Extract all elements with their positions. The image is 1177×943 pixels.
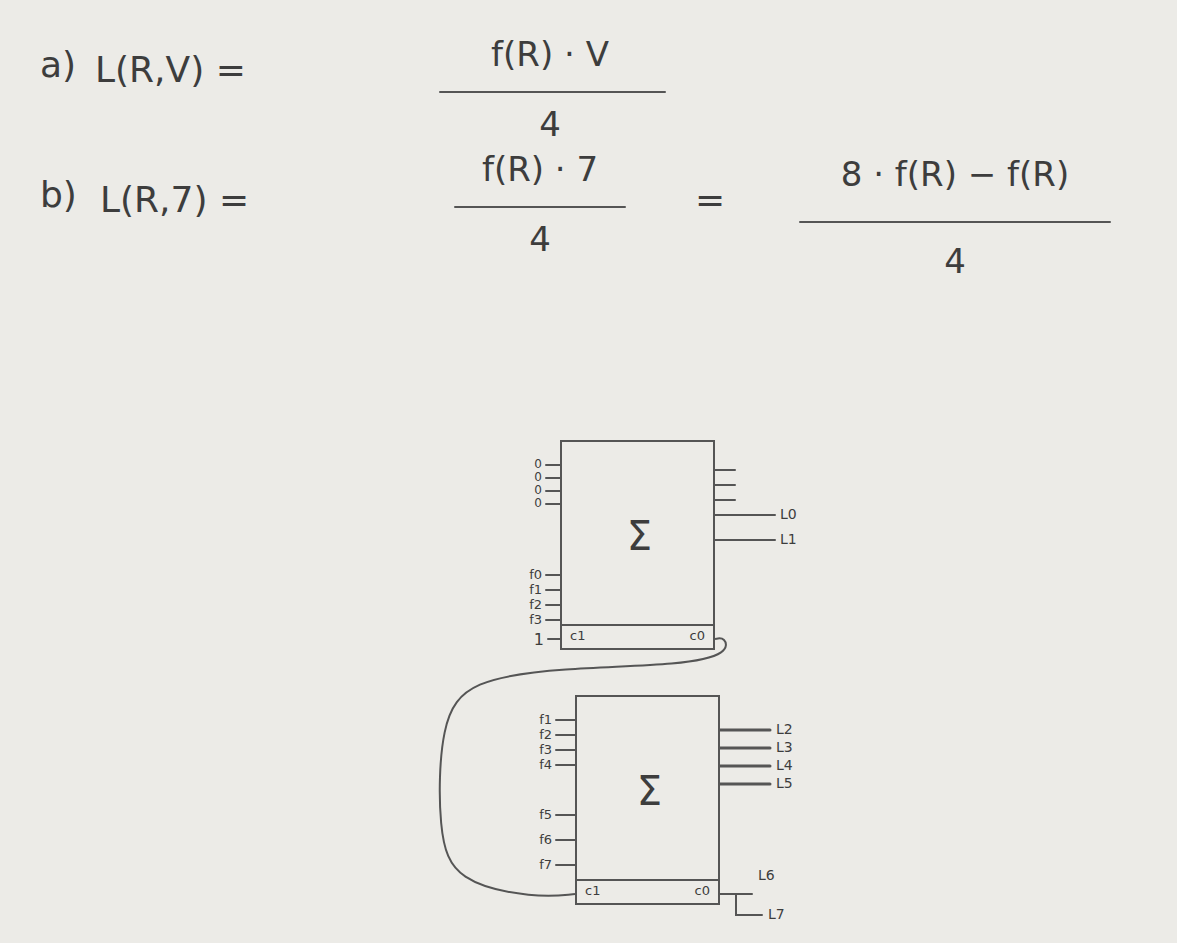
signal-name: L3 bbox=[776, 740, 793, 755]
equation-text: a) bbox=[40, 45, 76, 85]
carry-pin: c1 bbox=[585, 884, 600, 898]
signal-name: L2 bbox=[776, 722, 793, 737]
signal-name: f4 bbox=[539, 758, 552, 772]
equation-text: L(R,V) = bbox=[95, 50, 246, 90]
signal-name: f3 bbox=[529, 613, 542, 627]
signal-name: L7 bbox=[768, 907, 785, 922]
signal-name: L0 bbox=[780, 507, 797, 522]
signal-name: f1 bbox=[539, 713, 552, 727]
carry-pin: c0 bbox=[690, 629, 705, 643]
signal-name: f5 bbox=[539, 808, 552, 822]
signal-name: f3 bbox=[539, 743, 552, 757]
equation-text: b) bbox=[40, 175, 77, 215]
signal-name: f6 bbox=[539, 833, 552, 847]
sum-symbol: Σ bbox=[627, 516, 652, 556]
carry-band: c1 c0 bbox=[562, 624, 713, 648]
carry-pin: c0 bbox=[695, 884, 710, 898]
equation-text: f(R) · 7 bbox=[482, 151, 598, 188]
sum-symbol: Σ bbox=[637, 771, 662, 811]
equation-text: L(R,7) = bbox=[100, 180, 249, 220]
signal-name: 0 bbox=[534, 484, 542, 497]
signal-name: f1 bbox=[529, 583, 542, 597]
signal-name: L4 bbox=[776, 758, 793, 773]
signal-name: f7 bbox=[539, 858, 552, 872]
equation-text: f(R) · V bbox=[491, 36, 609, 73]
carry-wire bbox=[440, 638, 726, 895]
output-pins bbox=[715, 470, 775, 915]
signal-name: 0 bbox=[534, 471, 542, 484]
equation-text: 4 bbox=[529, 221, 551, 258]
signal-name: f0 bbox=[529, 568, 542, 582]
signal-name: 0 bbox=[534, 458, 542, 471]
equation-text: 4 bbox=[539, 106, 561, 143]
signal-name: L5 bbox=[776, 776, 793, 791]
adder-box: Σc1 c0 bbox=[560, 440, 715, 650]
signal-name: L6 bbox=[758, 868, 775, 883]
signal-name: L1 bbox=[780, 532, 797, 547]
signal-name: f2 bbox=[529, 598, 542, 612]
equation-text: 4 bbox=[944, 243, 966, 280]
equation-text: = bbox=[695, 180, 725, 220]
signal-name: f2 bbox=[539, 728, 552, 742]
signal-name: 1 bbox=[534, 631, 544, 649]
fraction-bar bbox=[455, 206, 625, 208]
fraction-bar bbox=[440, 91, 665, 93]
signal-name: 0 bbox=[534, 497, 542, 510]
carry-band: c1 c0 bbox=[577, 879, 718, 903]
carry-pin: c1 bbox=[570, 629, 585, 643]
equation-text: 8 · f(R) − f(R) bbox=[841, 156, 1069, 193]
fraction-bar bbox=[800, 221, 1110, 223]
adder-box: Σc1 c0 bbox=[575, 695, 720, 905]
